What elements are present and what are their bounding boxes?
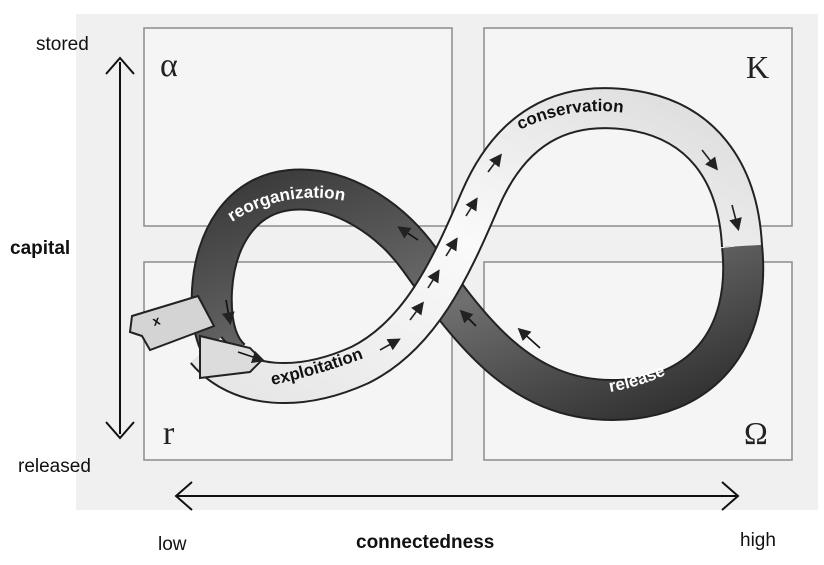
y-axis-top-label: stored <box>36 34 89 55</box>
flow-arrow <box>465 197 478 217</box>
exit-ribbon <box>128 294 216 352</box>
exit-x-label: x <box>151 312 163 329</box>
quadrant-r-symbol: r <box>163 415 175 452</box>
flow-arrow <box>221 299 235 326</box>
x-axis-low-label: low <box>158 534 187 555</box>
flow-arrow <box>517 327 541 349</box>
flow-arrow <box>701 149 718 171</box>
y-axis-bottom-label: released <box>18 456 91 477</box>
flow-arrow <box>729 204 742 232</box>
exploitation-conservation-band <box>191 89 761 403</box>
x-axis-title: connectedness <box>356 532 495 553</box>
flow-arrow <box>427 269 440 289</box>
flow-arrow <box>379 338 401 351</box>
quadrant-r-panel <box>143 261 453 461</box>
quadrant-alpha-symbol: α <box>160 47 178 84</box>
release-reorganization-band <box>192 170 763 420</box>
flow-arrow <box>445 237 458 257</box>
quadrant-k-symbol: K <box>746 49 769 85</box>
capital-axis-top-arrowhead <box>105 56 135 75</box>
quadrant-omega-symbol: Ω <box>744 415 768 451</box>
flow-arrow <box>409 301 424 321</box>
y-axis-title: capital <box>10 238 71 259</box>
flow-arrow <box>459 309 477 327</box>
capital-axis-bottom-arrowhead <box>105 421 135 440</box>
flow-arrow <box>487 153 502 173</box>
connectedness-axis-right-arrowhead <box>721 481 740 511</box>
flow-arrow <box>397 226 419 241</box>
x-axis-high-label: high <box>740 530 776 551</box>
flow-arrow <box>237 350 266 364</box>
connectedness-axis-left-arrowhead <box>174 481 193 511</box>
band-arrowhead <box>199 334 264 380</box>
